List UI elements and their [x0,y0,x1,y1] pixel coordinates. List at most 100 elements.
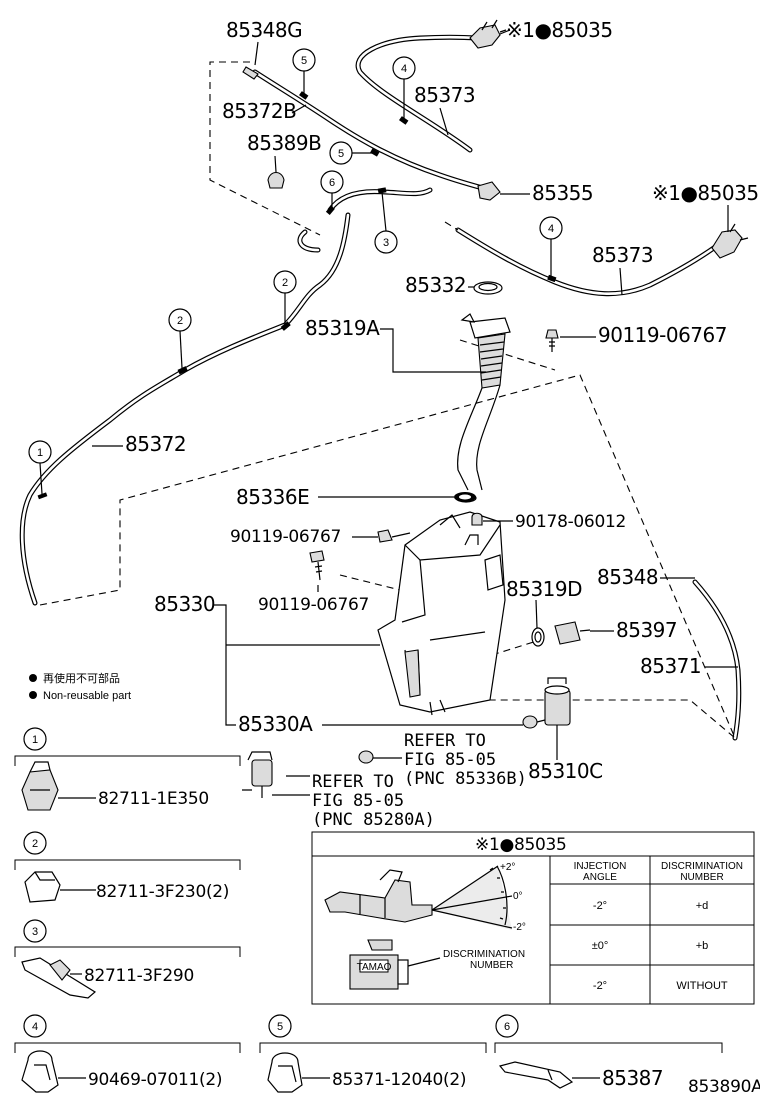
svg-text:(PNC 85280A): (PNC 85280A) [312,810,435,830]
clip-part-3: 82711-3F290 [84,966,194,986]
washer-tank-85330 [377,511,506,716]
svg-text:FIG 85-05: FIG 85-05 [312,791,404,811]
row1-number: +d [696,900,709,912]
svg-text:3: 3 [32,926,38,938]
svg-text:4: 4 [32,1021,38,1033]
svg-text:ANGLE: ANGLE [583,872,617,883]
label-85355: 85355 [532,181,593,205]
angle-zero-label: 0° [513,891,523,902]
label-85319a: 85319A [305,316,380,340]
svg-text:REFER TO: REFER TO [312,772,394,792]
label-85336e: 85336E [236,485,309,509]
sensor-85397 [554,621,591,645]
bolt-90119-top [545,329,559,352]
nozzle-85035-right [711,223,749,259]
cap-85389b [267,171,285,189]
callout-2-b: 2 [177,315,183,327]
label-85373-right: 85373 [592,243,653,267]
label-90178: 90178-06012 [515,512,626,532]
svg-text:2: 2 [32,838,38,850]
svg-text:NUMBER: NUMBER [470,960,513,971]
legend-en: Non-reusable part [43,690,131,702]
pump-85280a [242,751,273,798]
callout-4-a: 4 [401,63,407,75]
row3-number: WITHOUT [676,980,728,992]
clip-detail-4: 4 90469-07011(2) [14,1014,241,1093]
filler-neck-85319a [455,313,511,503]
legend-jp: 再使用不可部品 [43,671,120,685]
clip-detail-2: 2 82711-3F230(2) [14,831,241,903]
hose-85373-right [455,227,721,297]
refer-note-85280a: REFER TO FIG 85-05 (PNC 85280A) [272,772,435,830]
svg-text:1: 1 [32,734,38,746]
label-85372b: 85372B [222,99,296,123]
clip-detail-1: 1 82711-1E350 [14,727,241,811]
disc-number-label: DISCRIMINATION [443,949,525,960]
svg-text:REFER TO: REFER TO [404,731,486,751]
label-85332: 85332 [405,273,466,297]
angle-plus-label: +2° [500,862,515,873]
clip-detail-6: 6 85387 [494,1014,723,1090]
header-discrimination: DISCRIMINATION [661,861,743,872]
label-85035-top: ※1●85035 [506,18,613,42]
label-85330: 85330 [154,592,215,616]
label-85372: 85372 [125,432,186,456]
diagram-code: 853890A [688,1077,760,1097]
clip-part-4: 90469-07011(2) [88,1070,222,1090]
hose-85372-long [19,212,351,606]
nozzle-mark: TAMAO [357,962,392,973]
svg-text:NUMBER: NUMBER [680,872,723,883]
row2-angle: ±0° [592,940,609,952]
grommet-small [358,750,374,764]
callout-3: 3 [383,237,389,249]
refer-note-85336b: REFER TO FIG 85-05 (PNC 85336B) [373,731,527,789]
clip-part-2: 82711-3F230(2) [96,882,229,902]
label-85389b: 85389B [247,131,321,155]
label-85397: 85397 [616,618,677,642]
svg-text:(PNC 85336B): (PNC 85336B) [404,769,527,789]
row3-angle: -2° [593,980,607,992]
clip-part-5: 85371-12040(2) [332,1070,466,1090]
label-85319d: 85319D [506,577,582,601]
callout-5-b: 5 [338,148,344,160]
legend: 再使用不可部品 Non-reusable part [29,671,131,702]
cap-85332 [473,281,503,295]
grommet-85319d [531,627,545,647]
label-85371: 85371 [640,654,701,678]
label-90119-mid: 90119-06767 [230,527,341,547]
clip-detail-3: 3 82711-3F290 [14,919,241,999]
callout-6: 6 [329,177,335,189]
callout-2-a: 2 [282,277,288,289]
label-90119-low: 90119-06767 [258,595,369,615]
dashed-guides [39,61,736,739]
cap-85348g [242,66,259,80]
clip-part-6: 85387 [602,1066,663,1090]
callout-5-a: 5 [301,55,307,67]
label-85035-right: ※1●85035 [652,181,759,205]
header-injection: INJECTION [574,861,627,872]
label-85373-top: 85373 [414,83,475,107]
nozzle-85035-top [469,19,511,49]
hose-clip-bands [37,91,557,500]
clip-part-1: 82711-1E350 [98,789,209,809]
callout-4-b: 4 [548,223,554,235]
nut-90178 [471,512,483,526]
hose-85371-right [692,579,742,741]
svg-text:6: 6 [504,1021,510,1033]
label-85330a: 85330A [238,712,313,736]
hose-85372b [252,69,493,193]
svg-text:FIG 85-05: FIG 85-05 [404,750,496,770]
grommet-85336e [454,492,476,502]
bolt-90119-low [309,550,325,581]
row1-angle: -2° [593,900,607,912]
row2-number: +b [696,940,709,952]
angle-minus-label: -2° [513,922,526,933]
label-85348g: 85348G [226,18,302,42]
pump-85310c [522,677,571,729]
hose-85389b-loop [297,187,433,253]
label-85348: 85348 [597,565,658,589]
hose-85373-top [355,34,481,153]
nozzle-table: ※1●85035 INJECTION ANGLE DISCRIMINATION … [311,831,755,1005]
clip-detail-5: 5 85371-12040(2) [259,1014,487,1093]
